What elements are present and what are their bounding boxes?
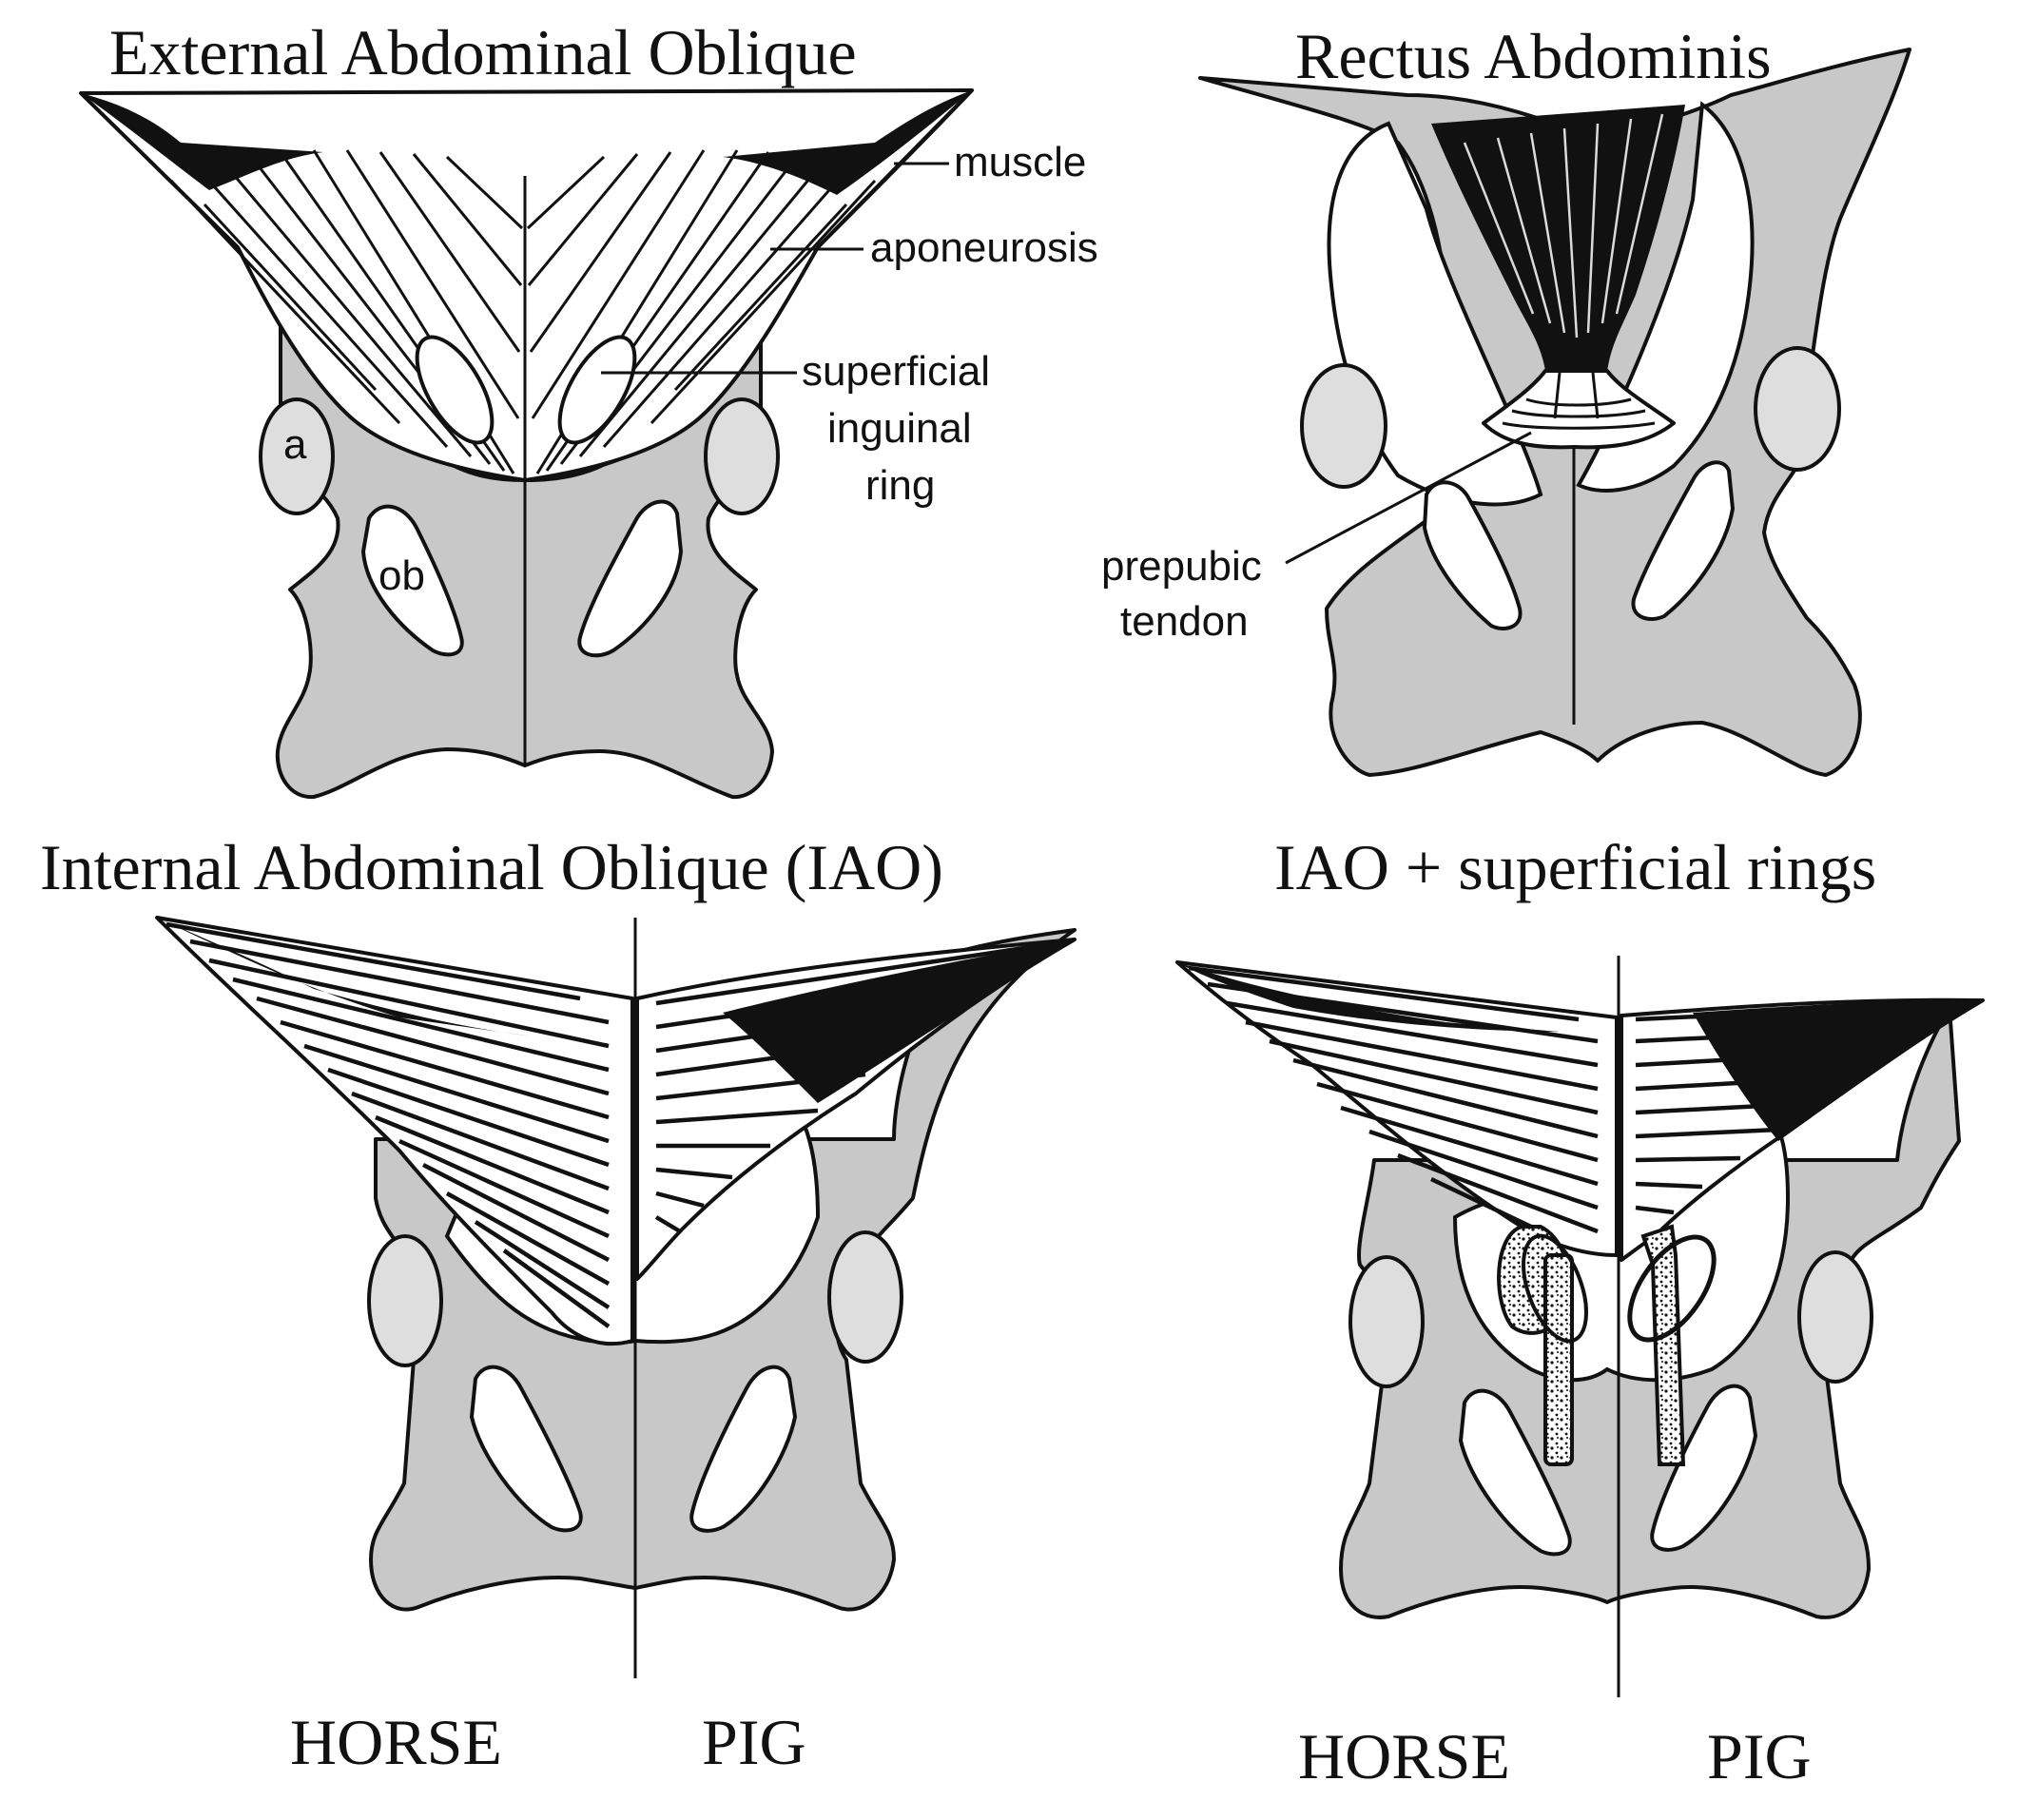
acetabulum xyxy=(1300,363,1387,489)
panel-iao-superficial-rings: IAO + superficial rings xyxy=(1175,831,1985,1792)
label-obturator-ob: ob xyxy=(378,552,425,599)
pig-spermatic-cord xyxy=(1627,1224,1717,1466)
label-inguinal: inguinal xyxy=(827,405,972,452)
acetabulum xyxy=(1348,1255,1425,1388)
label-muscle: muscle xyxy=(954,139,1086,185)
obturator-foramen xyxy=(1650,1384,1758,1552)
rectus-abdominis-muscle xyxy=(1431,105,1685,450)
label-superficial: superficial xyxy=(802,348,990,395)
label-horse: HORSE xyxy=(290,1706,502,1778)
panel-title: External Abdominal Oblique xyxy=(109,16,857,88)
superficial-inguinal-ring xyxy=(1627,1234,1717,1343)
obturator-foramen xyxy=(1458,1388,1572,1557)
obturator-foramen xyxy=(1422,480,1523,630)
obturator-foramen xyxy=(689,1365,798,1533)
obturator-foramen xyxy=(469,1365,583,1533)
superficial-inguinal-ring xyxy=(1522,1233,1588,1344)
label-prepubic: prepubic xyxy=(1101,543,1262,590)
label-pig: PIG xyxy=(1707,1720,1812,1792)
leader-line xyxy=(1285,431,1532,565)
panel-title: IAO + superficial rings xyxy=(1274,831,1876,903)
label-pig: PIG xyxy=(702,1706,806,1778)
horse-iao-muscle xyxy=(1175,960,1619,1257)
label-horse: HORSE xyxy=(1298,1720,1510,1792)
horse-iao-muscle xyxy=(155,916,634,1346)
obturator-foramen xyxy=(360,504,464,657)
acetabulum xyxy=(259,397,335,515)
panel-internal-abdominal-oblique: Internal Abdominal Oblique (IAO) xyxy=(40,831,1077,1778)
obturator-foramen xyxy=(577,499,684,658)
pig-iao-muscle xyxy=(1620,997,1985,1262)
acetabulum xyxy=(704,397,780,515)
superficial-inguinal-ring xyxy=(557,335,637,445)
label-acetabulum-a: a xyxy=(283,421,307,468)
superficial-inguinal-ring xyxy=(415,335,495,445)
panel-title: Internal Abdominal Oblique (IAO) xyxy=(40,831,943,903)
pig-iao-muscle xyxy=(635,938,1077,1281)
acetabulum xyxy=(367,1234,443,1367)
obturator-foramen xyxy=(1631,460,1736,621)
label-aponeurosis: aponeurosis xyxy=(870,224,1098,271)
panel-title: Rectus Abdominis xyxy=(1295,20,1772,92)
label-tendon: tendon xyxy=(1120,598,1249,645)
acetabulum xyxy=(1797,1250,1873,1384)
acetabulum xyxy=(827,1230,903,1364)
panel-rectus-abdominis: Rectus Abdominis xyxy=(1101,20,1911,777)
horse-spermatic-cord xyxy=(1497,1225,1588,1466)
external-oblique-sheet xyxy=(79,88,974,482)
acetabulum xyxy=(1754,346,1841,472)
panel-external-abdominal-oblique: External Abdominal Oblique xyxy=(79,16,1098,800)
label-ring: ring xyxy=(865,462,935,509)
